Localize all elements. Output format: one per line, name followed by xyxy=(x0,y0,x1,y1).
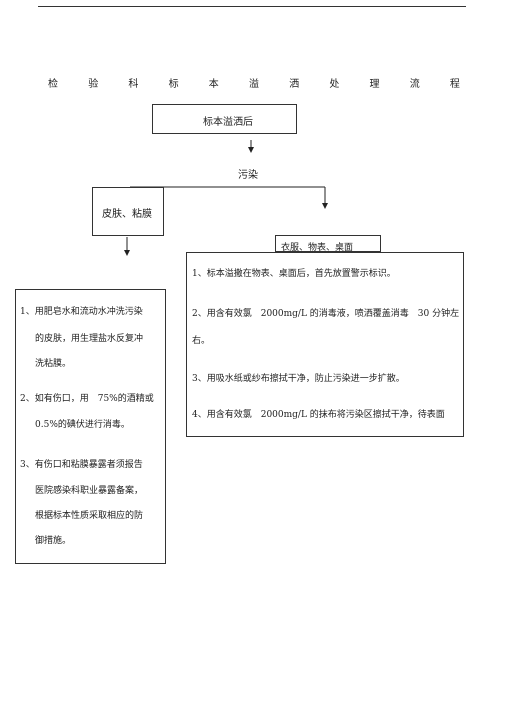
title-char: 流 xyxy=(409,79,420,90)
top-rule xyxy=(38,6,466,7)
contamination-label: 污染 xyxy=(238,170,258,181)
start-label: 标本溢洒后 xyxy=(203,117,253,128)
skin-step-3-line-4: 御措施。 xyxy=(35,536,72,546)
skin-step-3-line-1: 3、有伤口和粘膜暴露者须报告 xyxy=(20,460,143,470)
title-char: 洒 xyxy=(289,79,300,90)
skin-label: 皮肤、粘膜 xyxy=(102,209,152,220)
surface-step-1: 1、标本溢撒在物表、桌面后，首先放置警示标识。 xyxy=(192,269,396,279)
surface-steps-box: 1、标本溢撒在物表、桌面后，首先放置警示标识。 2、用含有效氯 2000mg/L… xyxy=(186,252,464,437)
title-char: 本 xyxy=(208,79,219,90)
surface-step-2-line-2: 右。 xyxy=(192,336,211,346)
title-char: 验 xyxy=(88,79,99,90)
skin-step-3-line-3: 根据标本性质采取相应的防 xyxy=(35,511,144,521)
title-char: 检 xyxy=(48,79,58,90)
title-char: 科 xyxy=(128,79,139,90)
skin-step-1-line-3: 洗粘膜。 xyxy=(35,359,72,369)
skin-step-2-line-2: 0.5%的碘伏进行消毒。 xyxy=(35,420,130,430)
skin-step-1-line-2: 的皮肤，用生理盐水反复冲 xyxy=(35,334,144,344)
title-char: 程 xyxy=(449,79,460,90)
skin-box: 皮肤、粘膜 xyxy=(92,187,164,236)
start-box: 标本溢洒后 xyxy=(152,104,297,134)
surface-step-2-line-1: 2、用含有效氯 2000mg/L 的消毒液，喷洒覆盖消毒 30 分钟左 xyxy=(192,309,460,319)
skin-step-3-line-2: 医院感染科职业暴露备案， xyxy=(35,486,144,496)
surface-step-3: 3、用吸水纸或纱布擦拭干净，防止污染进一步扩散。 xyxy=(192,374,405,384)
surface-step-4: 4、用含有效氯 2000mg/L 的抹布将污染区擦拭干净，待表面 xyxy=(192,410,445,420)
title-char: 理 xyxy=(369,79,380,90)
surfaces-header-box: 衣服、物表、桌面 xyxy=(275,235,381,253)
surfaces-header-label: 衣服、物表、桌面 xyxy=(281,243,354,253)
title-char: 溢 xyxy=(248,79,259,90)
title-char: 标 xyxy=(168,79,179,90)
page-title: 检 验 科 标 本 溢 洒 处 理 流 程 xyxy=(48,75,460,90)
skin-step-2-line-1: 2、如有伤口，用 75%的酒精或 xyxy=(20,394,154,404)
skin-steps-box: 1、用肥皂水和流动水冲洗污染 的皮肤，用生理盐水反复冲 洗粘膜。 2、如有伤口，… xyxy=(15,289,166,564)
skin-step-1-line-1: 1、用肥皂水和流动水冲洗污染 xyxy=(20,307,143,317)
title-char: 处 xyxy=(329,79,340,90)
